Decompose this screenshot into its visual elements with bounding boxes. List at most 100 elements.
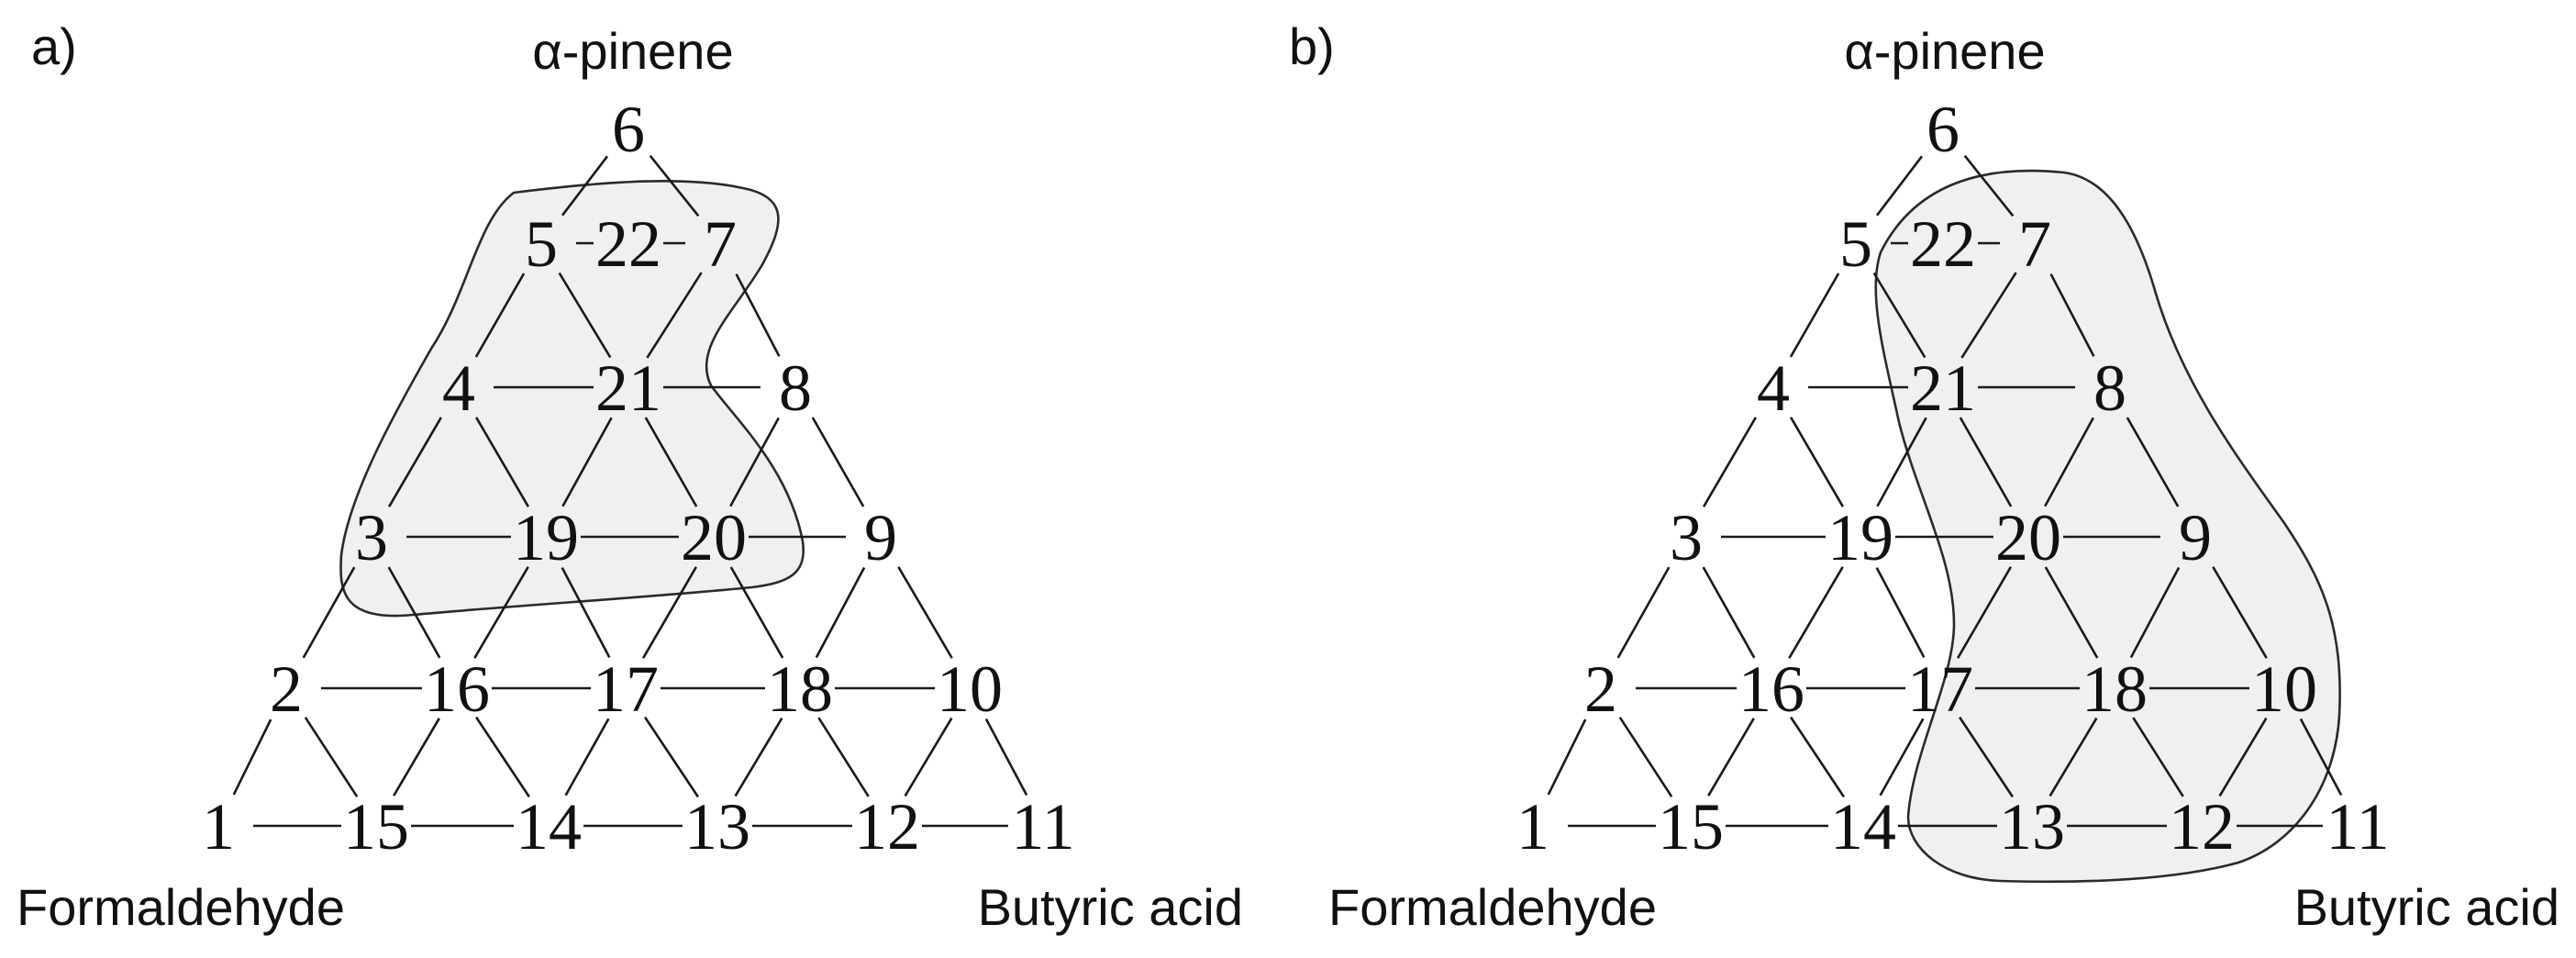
panel-b-node-22: 22: [1910, 207, 1976, 281]
panel-b-edge-7-21: [1960, 272, 2017, 359]
panel-b-node-1: 1: [1516, 790, 1549, 863]
panel-a-edge-5-4: [474, 273, 526, 358]
panel-a-node-4: 4: [442, 351, 475, 425]
panel-a-node-20: 20: [681, 501, 747, 574]
panel-a-edge-21-20: [644, 417, 698, 507]
panel-b-node-9: 9: [2179, 501, 2212, 574]
panel-b-edge-4-3: [1702, 417, 1758, 507]
panel-b-node-17: 17: [1907, 652, 1973, 726]
panel-a-node-1: 1: [202, 790, 235, 863]
panel-a-edge-2-15: [304, 717, 359, 797]
panel-a-edge-5-21: [558, 272, 612, 359]
panel-b-node-7: 7: [2018, 207, 2051, 281]
panel-b-edge-5-4: [1789, 273, 1840, 358]
panel-b-edge-21-19: [1876, 417, 1927, 507]
panel-a-edge-10-11: [984, 718, 1028, 796]
panel-a-edge-21-19: [561, 417, 613, 507]
panel-b-node-18: 18: [2082, 652, 2148, 726]
panel-a-node-18: 18: [767, 652, 833, 726]
panel-b-edge-8-9: [2126, 417, 2180, 507]
panel-a-node-2: 2: [270, 652, 303, 726]
panel-b-edge-17-13: [1959, 716, 2014, 798]
panel-a-edge-6-7: [649, 154, 700, 217]
panel-a-edge-16-14: [475, 716, 530, 798]
panel-b-edge-21-20: [1959, 417, 2013, 507]
panel-a-node-10: 10: [937, 652, 1003, 726]
panel-b-edge-4-19: [1789, 417, 1845, 507]
panel-a-bottom-left-vertex-label: Formaldehyde: [17, 878, 345, 936]
panel-b-node-20: 20: [1995, 501, 2061, 574]
panel-a-edge-8-9: [811, 417, 865, 507]
panel-b-bottom-right-vertex-label: Butyric acid: [2294, 878, 2559, 936]
panel-a-node-9: 9: [864, 501, 897, 574]
panel-b-edge-10-11: [2299, 718, 2343, 796]
panel-a-node-15: 15: [343, 790, 409, 863]
panel-b-edge-8-20: [2044, 417, 2094, 507]
panel-a-node-5: 5: [525, 207, 558, 281]
panel-a-edge-18-12: [817, 717, 870, 797]
panel-a-edge-16-15: [393, 718, 440, 796]
panel-b-edge-3-16: [1702, 566, 1756, 659]
panel-b-node-2: 2: [1584, 652, 1617, 726]
panel-a-node-19: 19: [513, 501, 579, 574]
panel-a-node-3: 3: [355, 501, 388, 574]
panel-a-edge-3-2: [302, 566, 356, 659]
panel-a-node-8: 8: [779, 351, 812, 425]
panel-b-edge-17-14: [1879, 718, 1925, 796]
panel-b-node-11: 11: [2326, 790, 2389, 863]
panel-b-edge-20-17: [1956, 566, 2013, 659]
panel-a-edge-9-10: [897, 566, 953, 659]
panel-a-node-13: 13: [684, 790, 750, 863]
panel-b-letter: b): [1289, 17, 1335, 75]
panel-a-edge-4-19: [474, 417, 530, 507]
panel-a-edge-7-21: [646, 272, 703, 359]
panel-a-letter: a): [31, 17, 77, 75]
panel-a-node-22: 22: [595, 207, 661, 281]
panel-b-node-19: 19: [1827, 501, 1893, 574]
panel-a-edge-20-18: [729, 566, 784, 659]
panel-a-bottom-right-vertex-label: Butyric acid: [978, 878, 1243, 936]
panel-a-node-7: 7: [704, 207, 737, 281]
panel-b-node-6: 6: [1926, 93, 1960, 166]
panel-a-highlight-region: [339, 180, 805, 618]
panel-b-edge-2-15: [1618, 717, 1673, 797]
panel-b-edge-19-17: [1875, 566, 1926, 659]
panel-b-edge-2-1: [1547, 718, 1587, 796]
panel-a-node-6: 6: [612, 93, 645, 166]
panel-b-edge-9-18: [2129, 566, 2181, 659]
panel-b-edges: [1547, 154, 2343, 828]
panel-a-edge-20-17: [641, 566, 698, 659]
panel-a-node-11: 11: [1011, 790, 1074, 863]
panel-b-node-16: 16: [1738, 652, 1804, 726]
panel-a-edge-2-1: [232, 718, 272, 796]
panel-a-node-17: 17: [593, 652, 659, 726]
panel-a-edge-4-3: [387, 417, 443, 507]
panel-b-edge-5-21: [1872, 272, 1926, 359]
panel-b-node-10: 10: [2251, 652, 2317, 726]
panel-a-node-14: 14: [516, 790, 582, 863]
panel-b-node-21: 21: [1910, 351, 1976, 425]
panel-a-edge-17-14: [564, 718, 610, 796]
panel-a-edge-6-5: [561, 155, 609, 217]
panel-a-node-16: 16: [424, 652, 490, 726]
panel-b-edge-3-2: [1616, 566, 1671, 659]
panel-a-edge-8-20: [729, 417, 780, 507]
panel-a-node-12: 12: [854, 790, 920, 863]
panel-b-node-14: 14: [1830, 790, 1896, 863]
panel-a-edge-3-16: [387, 566, 441, 659]
panel-b-edge-9-10: [2212, 566, 2268, 659]
panel-b-top-vertex-label: α-pinene: [1844, 22, 2045, 80]
panel-b-node-12: 12: [2169, 790, 2235, 863]
panel-a-edge-18-13: [734, 717, 783, 797]
panel-a-edge-7-8: [735, 273, 781, 357]
panel-b-edge-20-18: [2044, 566, 2099, 659]
panel-b-edge-6-5: [1875, 155, 1924, 217]
panel-b-edge-18-12: [2132, 717, 2184, 797]
panel-b-highlight-region: [1874, 169, 2341, 884]
panel-a-edge-10-12: [904, 717, 953, 797]
